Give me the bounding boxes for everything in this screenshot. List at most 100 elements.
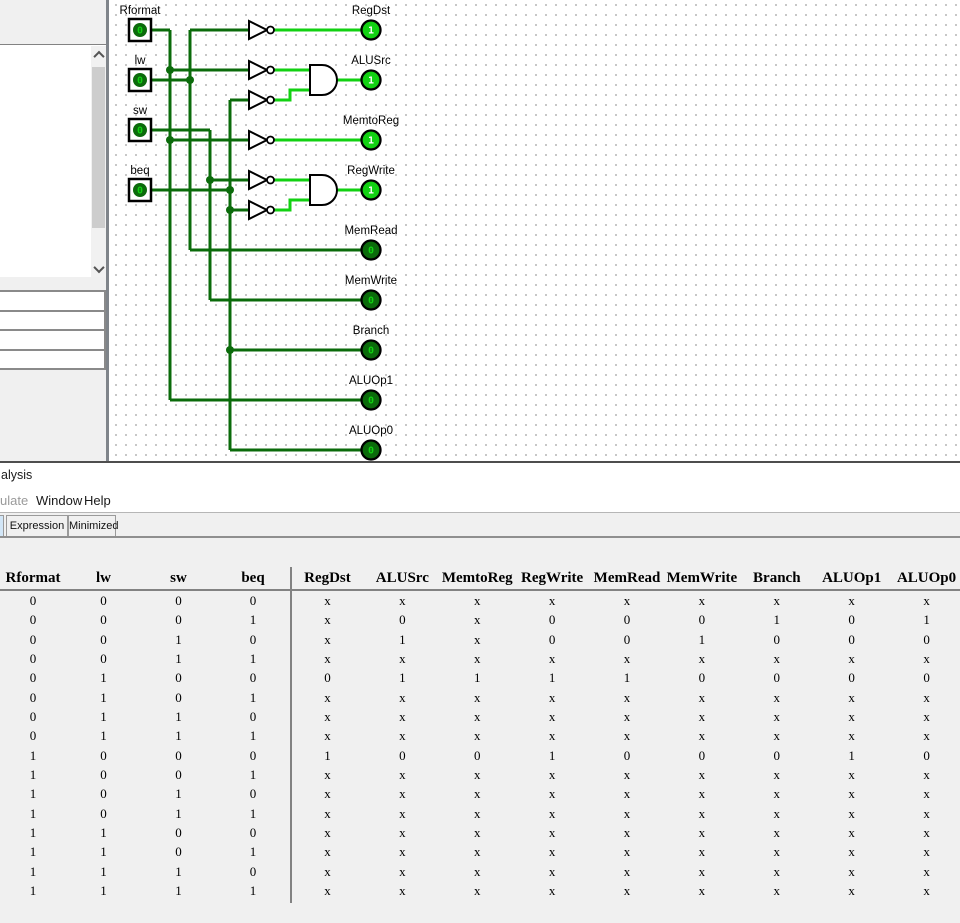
output-cell[interactable]: x	[848, 786, 855, 802]
output-cell[interactable]: x	[548, 844, 556, 860]
output-cell[interactable]: 1	[324, 747, 331, 763]
output-cell[interactable]: x	[623, 728, 631, 744]
output-cell[interactable]: x	[473, 863, 481, 879]
output-cell[interactable]: x	[324, 631, 331, 647]
menu-window[interactable]: Window	[36, 493, 83, 508]
output-cell[interactable]: x	[698, 689, 706, 705]
output-cell[interactable]: 0	[923, 631, 930, 647]
output-cell[interactable]: x	[698, 728, 706, 744]
output-cell[interactable]: 0	[848, 670, 855, 686]
output-cell[interactable]: x	[923, 786, 930, 802]
output-cell[interactable]: 0	[848, 631, 855, 647]
output-cell[interactable]: x	[698, 593, 706, 608]
output-cell[interactable]: x	[623, 593, 631, 608]
scroll-up-button[interactable]	[91, 46, 106, 63]
output-cell[interactable]: x	[473, 767, 481, 783]
output-cell[interactable]: x	[473, 786, 481, 802]
output-cell[interactable]: x	[324, 767, 331, 783]
output-cell[interactable]: x	[399, 863, 406, 879]
output-cell[interactable]: x	[399, 883, 406, 899]
output-cell[interactable]: x	[399, 651, 406, 667]
output-cell[interactable]: x	[698, 709, 706, 725]
output-cell[interactable]: x	[399, 689, 406, 705]
output-cell[interactable]: 0	[324, 670, 331, 686]
output-cell[interactable]: x	[473, 805, 481, 821]
tab-table-partial[interactable]	[0, 515, 4, 536]
output-cell[interactable]: x	[473, 825, 481, 841]
output-cell[interactable]: x	[923, 728, 930, 744]
output-cell[interactable]: x	[324, 593, 331, 608]
output-cell[interactable]: x	[623, 825, 631, 841]
output-cell[interactable]: x	[324, 863, 331, 879]
output-cell[interactable]: x	[698, 825, 706, 841]
tab-expression[interactable]: Expression	[6, 515, 68, 536]
output-cell[interactable]: x	[623, 805, 631, 821]
output-cell[interactable]: x	[473, 651, 481, 667]
output-cell[interactable]: x	[399, 825, 406, 841]
scroll-down-button[interactable]	[91, 260, 106, 277]
output-cell[interactable]: x	[698, 883, 706, 899]
output-cell[interactable]: x	[848, 709, 855, 725]
not-gates[interactable]	[248, 19, 275, 221]
output-cell[interactable]: x	[773, 786, 781, 802]
output-cell[interactable]: 0	[623, 631, 631, 647]
output-cell[interactable]: 1	[399, 670, 406, 686]
output-cell[interactable]: x	[848, 728, 855, 744]
output-cell[interactable]: x	[548, 593, 556, 608]
output-cell[interactable]: x	[399, 728, 406, 744]
output-cell[interactable]: x	[773, 651, 781, 667]
output-cell[interactable]: x	[324, 709, 331, 725]
output-cell[interactable]: x	[848, 593, 855, 608]
output-cell[interactable]: x	[773, 709, 781, 725]
output-cell[interactable]: x	[399, 844, 406, 860]
output-cell[interactable]: x	[623, 883, 631, 899]
attribute-row[interactable]	[0, 350, 104, 370]
output-cell[interactable]: x	[923, 825, 930, 841]
tab-minimized[interactable]: Minimized	[68, 515, 119, 536]
output-cell[interactable]: x	[473, 883, 481, 899]
output-cell[interactable]: x	[923, 767, 930, 783]
menu-simulate[interactable]: ulate	[0, 493, 29, 508]
output-cell[interactable]: x	[773, 767, 781, 783]
output-cell[interactable]: x	[399, 593, 406, 608]
output-cell[interactable]: x	[473, 844, 481, 860]
output-cell[interactable]: x	[923, 844, 930, 860]
output-cell[interactable]: x	[848, 844, 855, 860]
output-cell[interactable]: x	[923, 805, 930, 821]
wires-true[interactable]	[274, 28, 361, 212]
output-cell[interactable]: x	[773, 863, 781, 879]
output-cell[interactable]: x	[773, 883, 781, 899]
output-cell[interactable]: x	[548, 709, 556, 725]
output-cell[interactable]: x	[698, 651, 706, 667]
output-cell[interactable]: x	[473, 593, 481, 608]
output-cell[interactable]: x	[698, 844, 706, 860]
attribute-row[interactable]	[0, 292, 104, 312]
output-cell[interactable]: 1	[773, 612, 781, 628]
output-cell[interactable]: x	[848, 805, 855, 821]
and-gates[interactable]	[309, 64, 338, 206]
output-cell[interactable]: x	[548, 728, 556, 744]
output-cell[interactable]: x	[548, 786, 556, 802]
output-cell[interactable]: x	[324, 689, 331, 705]
output-cell[interactable]: 1	[548, 670, 556, 686]
output-cell[interactable]: x	[698, 863, 706, 879]
explorer-scrollbar[interactable]	[91, 46, 106, 277]
output-cell[interactable]: x	[623, 709, 631, 725]
output-cell[interactable]: x	[324, 612, 331, 628]
wires-false[interactable]	[151, 28, 361, 452]
output-cell[interactable]: x	[473, 612, 481, 628]
output-cell[interactable]: x	[548, 863, 556, 879]
output-cell[interactable]: 0	[399, 747, 406, 763]
output-cell[interactable]: x	[324, 825, 331, 841]
output-cell[interactable]: x	[548, 825, 556, 841]
output-cell[interactable]: x	[623, 689, 631, 705]
